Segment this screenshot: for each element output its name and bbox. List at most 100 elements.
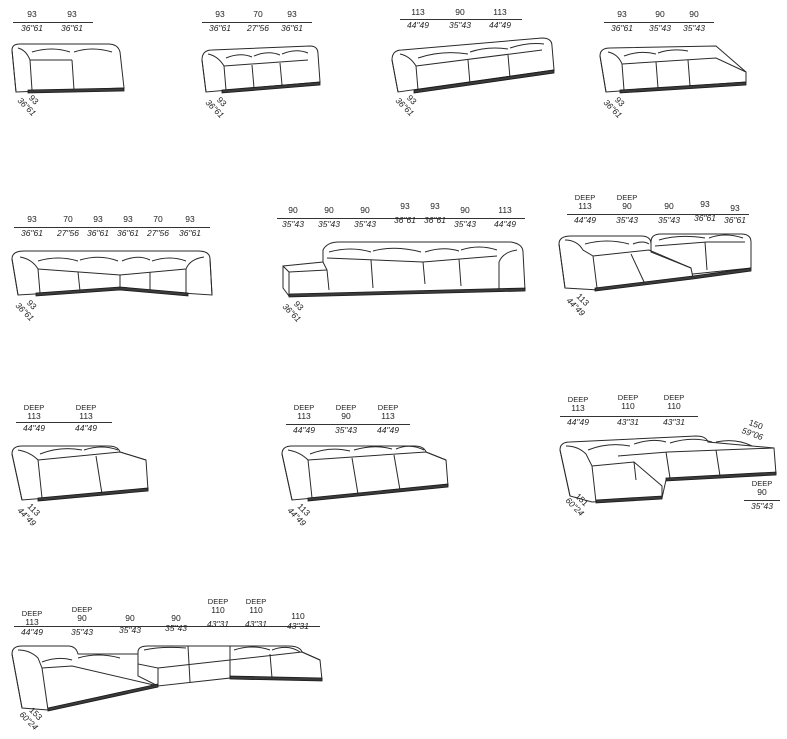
module-dim: 93	[400, 201, 410, 211]
module-dim-inch: 36"61	[694, 213, 716, 223]
module-dim-inch: 43"31	[287, 621, 309, 631]
module-dim: 93	[123, 214, 133, 224]
module-dim-inch: 36"61	[61, 23, 83, 33]
module-dim-inch: 36"61	[117, 228, 139, 238]
module-dim: 90	[288, 205, 298, 215]
module-dim-inch: 35"43	[318, 219, 340, 229]
module-dim: 90	[324, 205, 334, 215]
module-dim-inch: 44"49	[489, 20, 511, 30]
sofa-drawing	[11, 445, 149, 502]
module-dim-inch: 43"31	[245, 619, 267, 629]
module-dim-inch: 27"56	[247, 23, 269, 33]
sofa-drawing	[11, 250, 213, 297]
module-dim-inch: 36"61	[209, 23, 231, 33]
module-dim-inch: 43"31	[207, 619, 229, 629]
sofa-drawing	[11, 43, 125, 94]
module-dim-inch: 36"61	[179, 228, 201, 238]
module-dim-inch: 35"43	[71, 627, 93, 637]
module-dim: 110	[291, 611, 305, 621]
module-dim: 113	[411, 7, 425, 17]
sofa-drawing	[559, 435, 777, 504]
module-dim: 93	[215, 9, 225, 19]
module-dim-inch: 35"43	[649, 23, 671, 33]
module-dim: 90	[360, 205, 370, 215]
module-dim-inch: 35"43	[282, 219, 304, 229]
module-dim: 93	[730, 203, 740, 213]
module-dim-inch: 44"49	[567, 417, 589, 427]
module-dim: 93	[185, 214, 195, 224]
module-dim-inch: 36"61	[394, 215, 416, 225]
sofa-config-6: 90 90 90 93 93 90 113 35"43 35"43 35"43 …	[275, 201, 535, 324]
module-dim-inch: 36"61	[724, 215, 746, 225]
module-dim-inch: 36"61	[21, 23, 43, 33]
module-dim: 93	[430, 201, 440, 211]
sofa-drawing	[282, 241, 526, 298]
module-dim-inch: 27"56	[57, 228, 79, 238]
module-dim-inch: 36"61	[424, 215, 446, 225]
module-dim-inch: 35"43	[683, 23, 705, 33]
sofa-config-5: 93 70 93 93 70 93 36"61 27"56 36"61 36"6…	[8, 213, 218, 323]
module-dim: 113	[498, 205, 512, 215]
module-dim: 93	[67, 9, 77, 19]
module-dim-inch: 27"56	[147, 228, 169, 238]
module-dim-inch: 35"43	[354, 219, 376, 229]
sofa-drawing	[11, 645, 323, 712]
module-dim: 113	[493, 7, 507, 17]
module-dim: 70	[63, 214, 73, 224]
module-dim: 90	[455, 7, 465, 17]
module-dim-inch: 44"49	[21, 627, 43, 637]
sofa-drawing	[391, 37, 555, 94]
module-dim-inch: 44"49	[293, 425, 315, 435]
module-dim-inch: 35"43	[454, 219, 476, 229]
module-dim-inch: 36"61	[611, 23, 633, 33]
module-dim: 70	[153, 214, 163, 224]
module-dim-inch: 44"49	[407, 20, 429, 30]
module-dim-inch: 36"61	[281, 23, 303, 33]
module-dim: 93	[287, 9, 297, 19]
module-dim-inch: 44"49	[494, 219, 516, 229]
module-dim-inch: 44"49	[377, 425, 399, 435]
module-dim: 93	[93, 214, 103, 224]
module-dim-inch: 44"49	[75, 423, 97, 433]
module-dim-inch: 35"43	[119, 625, 141, 635]
module-dim-inch: 35"43	[616, 215, 638, 225]
sofa-drawing	[599, 45, 747, 94]
module-dim-inch: 43"31	[617, 417, 639, 427]
module-dim-inch: 35"43	[449, 20, 471, 30]
module-dim-inch: 35"43	[658, 215, 680, 225]
module-dim: 93	[27, 214, 37, 224]
module-dim-inch: 36"61	[21, 228, 43, 238]
module-dim: 90	[460, 205, 470, 215]
module-dim-inch: 35"43	[751, 501, 773, 511]
module-dim-inch: 36"61	[87, 228, 109, 238]
module-dim-inch: 43"31	[663, 417, 685, 427]
module-dim: 93	[700, 199, 710, 209]
module-dim: 90	[689, 9, 699, 19]
module-dim: 70	[253, 9, 263, 19]
module-dim: 93	[27, 9, 37, 19]
sofa-drawing	[558, 233, 752, 292]
